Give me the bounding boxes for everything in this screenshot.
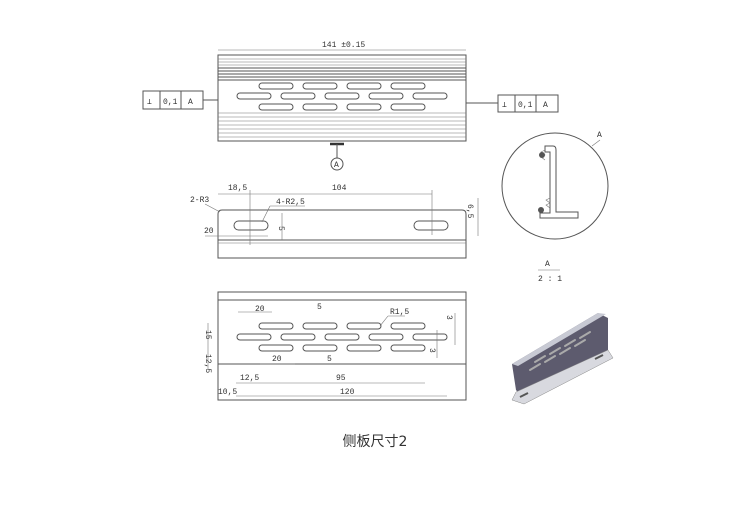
slot xyxy=(258,82,294,90)
top-view: 18,5 104 2-R3 4-R2,5 20 5 6,5 xyxy=(190,184,479,259)
dim-label: 20 xyxy=(272,355,282,364)
dim-label: 5 xyxy=(276,226,285,231)
slot xyxy=(346,82,382,90)
dim-label: 2-R3 xyxy=(190,196,209,205)
slot xyxy=(346,322,382,330)
slot xyxy=(324,333,360,341)
detail-label: A xyxy=(545,260,550,269)
slot xyxy=(390,344,426,352)
datum-ref: A xyxy=(543,101,548,110)
datum-label: A xyxy=(334,161,339,170)
slot xyxy=(280,92,316,100)
dim-label: 3 xyxy=(427,348,436,353)
dim-label: 20 xyxy=(204,227,214,236)
side-view: 20 5 R1,5 15 12,5 20 5 12,5 95 10,5 120 … xyxy=(203,291,467,401)
rib-lines xyxy=(218,58,466,138)
slot xyxy=(346,103,382,111)
slot xyxy=(302,344,338,352)
detail-callout: A xyxy=(597,131,602,140)
front-view: 141 ±0.15 ⊥ 0,1 A ⊥ 0,1 A A xyxy=(142,41,559,171)
dim-label: 3 xyxy=(444,315,453,320)
dim-label: 120 xyxy=(340,388,355,397)
tolerance-frame-right: ⊥ 0,1 A xyxy=(466,94,559,113)
slot xyxy=(258,322,294,330)
dim-label: 5 xyxy=(327,355,332,364)
detail-view: A A 2 : 1 xyxy=(501,131,609,284)
dim-label: 104 xyxy=(332,184,347,193)
dim-label: 4-R2,5 xyxy=(276,198,305,207)
dim-label: 12,5 xyxy=(240,374,259,383)
perpendicularity-icon: ⊥ xyxy=(502,101,507,110)
perpendicularity-icon: ⊥ xyxy=(147,98,152,107)
dim-label: 20 xyxy=(255,305,265,314)
slot xyxy=(324,92,360,100)
dim-label: R1,5 xyxy=(390,308,409,317)
slot xyxy=(302,322,338,330)
slot xyxy=(258,344,294,352)
slot xyxy=(412,92,448,100)
slot xyxy=(280,333,316,341)
front-slots xyxy=(236,82,448,111)
dim-label: 18,5 xyxy=(228,184,247,193)
tolerance-frame-left: ⊥ 0,1 A xyxy=(142,90,218,110)
dim-label: 10,5 xyxy=(218,388,237,397)
slot xyxy=(390,82,426,90)
datum-symbol: A xyxy=(330,142,344,171)
dim-label: 5 xyxy=(317,303,322,312)
slot xyxy=(390,103,426,111)
slot xyxy=(236,333,272,341)
slot xyxy=(368,333,404,341)
slot xyxy=(412,333,448,341)
slot xyxy=(302,82,338,90)
slot xyxy=(258,103,294,111)
side-slots xyxy=(236,322,448,352)
isometric-render xyxy=(511,313,614,405)
dim-label: 6,5 xyxy=(465,204,474,219)
detail-scale: 2 : 1 xyxy=(538,275,562,284)
slot xyxy=(368,92,404,100)
slot xyxy=(346,344,382,352)
front-panel-outline xyxy=(217,54,467,142)
tolerance-value: 0,1 xyxy=(163,98,178,107)
dim-label: 95 xyxy=(336,374,346,383)
slot xyxy=(302,103,338,111)
datum-ref: A xyxy=(188,98,193,107)
tolerance-value: 0,1 xyxy=(518,101,533,110)
caption: 侧板尺寸2 xyxy=(342,434,408,450)
dim-label: 12,5 xyxy=(203,354,212,373)
dim-label: 15 xyxy=(203,330,212,340)
length-dimension: 141 ±0.15 xyxy=(322,41,365,50)
slot xyxy=(390,322,426,330)
slot xyxy=(236,92,272,100)
